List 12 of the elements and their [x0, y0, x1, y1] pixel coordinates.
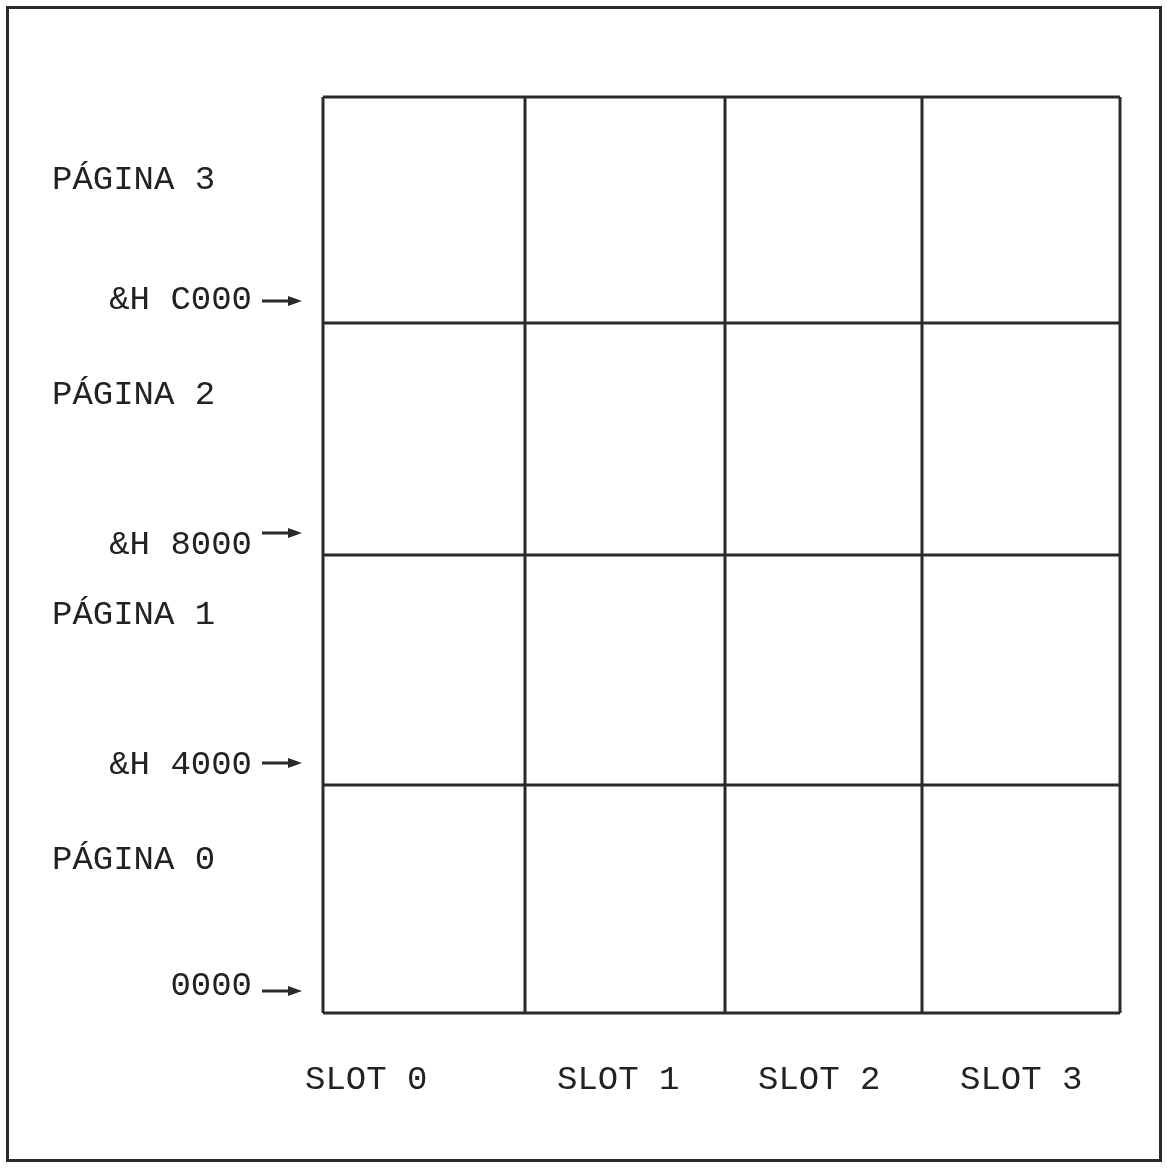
address-label: &H C000 — [109, 280, 252, 320]
page-label: PÁGINA 2 — [52, 375, 216, 415]
address-label: &H 8000 — [109, 525, 252, 565]
slot-label: SLOT 0 — [305, 1060, 428, 1100]
address-label: &H 4000 — [109, 745, 252, 785]
page-label: PÁGINA 0 — [52, 840, 216, 880]
slot-label: SLOT 1 — [557, 1060, 680, 1100]
page-label: PÁGINA 1 — [52, 595, 216, 635]
page-label: PÁGINA 3 — [52, 160, 216, 200]
slot-label: SLOT 3 — [960, 1060, 1083, 1100]
slot-label: SLOT 2 — [758, 1060, 881, 1100]
address-label: 0000 — [170, 966, 252, 1006]
